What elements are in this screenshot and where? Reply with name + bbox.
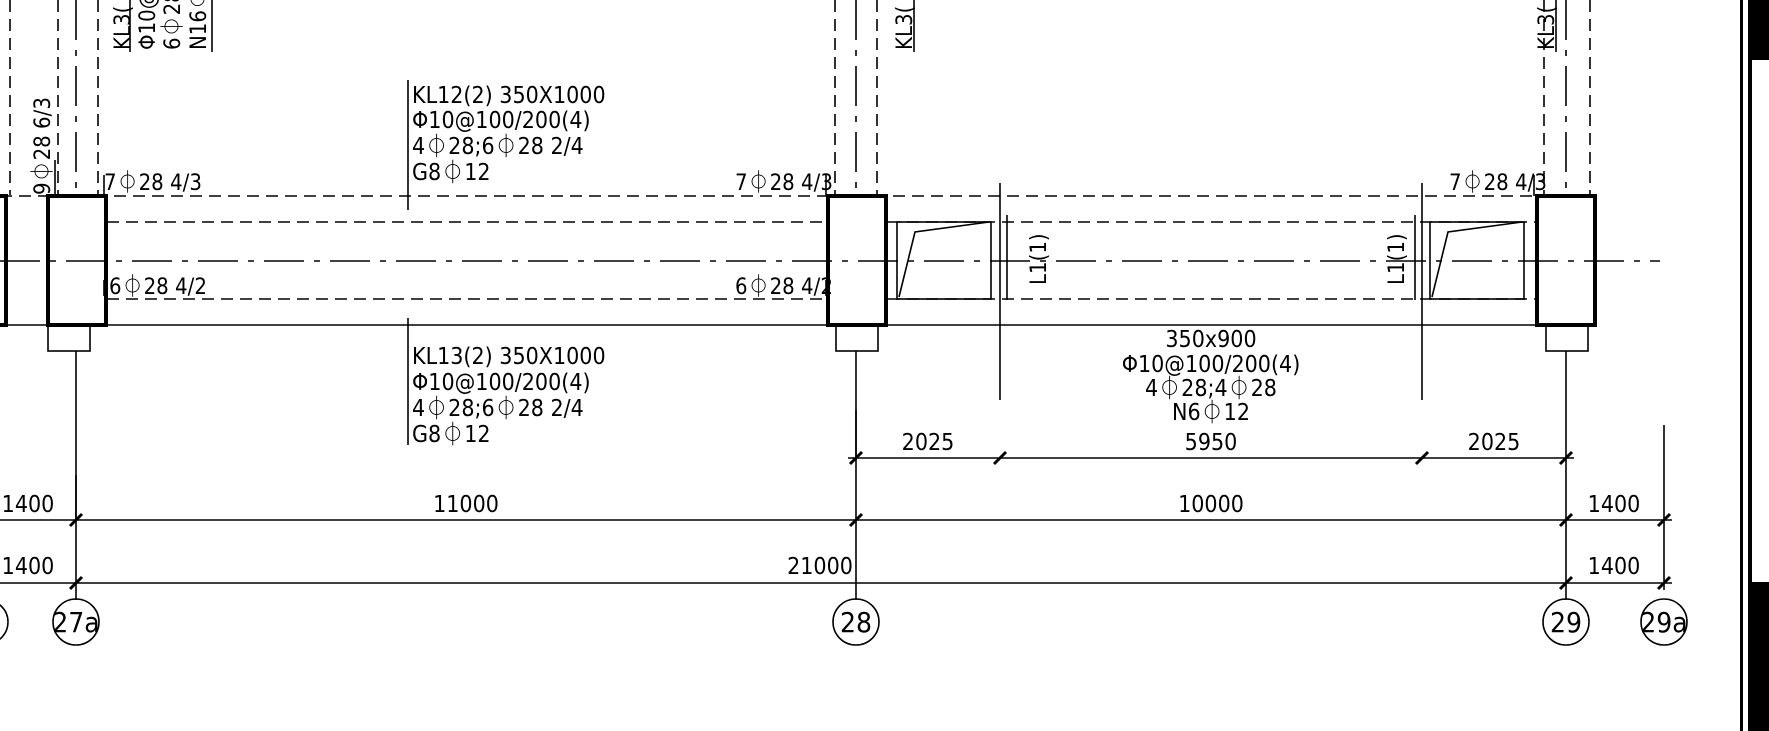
- l1-size: 350x900: [1165, 327, 1256, 353]
- kl3-beam-lines: [9, 0, 1591, 195]
- axis-28: 28: [840, 606, 872, 639]
- l1-beam-details: [896, 183, 1525, 400]
- grid-axis-lines: [75, 351, 1665, 600]
- kl12-rebar: 4⏀28;6⏀28 2/4: [412, 133, 584, 160]
- dimension-row-1: 2025 5950 2025: [848, 430, 1574, 466]
- drawing-border: [1740, 0, 1769, 731]
- dim-1400-right: 1400: [1588, 492, 1641, 518]
- dim-21000: 21000: [787, 554, 853, 580]
- kl3-right-label: KL3(: [1535, 6, 1560, 50]
- column-left-edge: [0, 194, 8, 327]
- axis-29a: 29a: [1640, 606, 1687, 639]
- l1-annotation: 350x900 Φ10@100/200(4) 4⏀28;4⏀28 N6⏀12: [1122, 327, 1301, 426]
- dim-1400-left-total: 1400: [2, 554, 55, 580]
- axis-29: 29: [1550, 606, 1582, 639]
- kl12-side: G8⏀12: [412, 159, 491, 186]
- l1-right-label: L1(1): [1385, 233, 1410, 285]
- kl3-left-label: KL3(: [111, 6, 136, 50]
- kl3-mid-label: KL3(: [893, 6, 918, 50]
- dim-11000: 11000: [433, 492, 499, 518]
- bottom-mid-rebar-label: 6⏀28 4/2: [735, 274, 833, 300]
- l1-left-label: L1(1): [1027, 233, 1052, 285]
- kl3-left-stirrup: Φ10@: [136, 0, 161, 50]
- kl13-annotation: KL13(2) 350X1000 Φ10@100/200(4) 4⏀28;6⏀2…: [412, 344, 606, 448]
- dim-1400-left: 1400: [2, 492, 55, 518]
- kl13-rebar: 4⏀28;6⏀28 2/4: [412, 395, 584, 422]
- kl3-left-side: N16⏀: [186, 0, 212, 50]
- kl13-stirrup: Φ10@100/200(4): [412, 370, 591, 396]
- kl13-side: G8⏀12: [412, 421, 491, 448]
- dim-1400-right-total: 1400: [1588, 554, 1641, 580]
- kl12-annotation: KL12(2) 350X1000 Φ10@100/200(4) 4⏀28;6⏀2…: [412, 83, 606, 186]
- bottom-left-rebar-label: 6⏀28 4/2: [109, 274, 207, 300]
- top-left-rebar-label: 7⏀28 4/3: [104, 170, 202, 196]
- rebar-labels: 7⏀28 4/3 7⏀28 4/3 7⏀28 4/3 6⏀28 4/2 6⏀28…: [30, 97, 1547, 300]
- dim-10000: 10000: [1178, 492, 1244, 518]
- kl13-name: KL13(2) 350X1000: [412, 344, 606, 370]
- dimension-row-2: 1400 11000 10000 1400: [0, 475, 1672, 528]
- axis-bubbles: 27a 28 29 29a: [0, 598, 1688, 646]
- dim-2025-left: 2025: [902, 430, 955, 456]
- dimension-row-3: 1400 21000 1400: [0, 554, 1672, 591]
- l1-rebar: 4⏀28;4⏀28: [1145, 375, 1277, 402]
- dim-5950: 5950: [1185, 430, 1238, 456]
- l1-side: N6⏀12: [1172, 399, 1250, 426]
- top-right-rebar-label: 7⏀28 4/3: [1449, 170, 1547, 196]
- l1-stirrup: Φ10@100/200(4): [1122, 352, 1301, 378]
- kl12-stirrup: Φ10@100/200(4): [412, 108, 591, 134]
- leader-lines: [54, 0, 1557, 445]
- vertical-labels: KL3( Φ10@ 6⏀28 N16⏀ KL3( KL3( L1(1) L1(1…: [111, 0, 1560, 285]
- top-mid-rebar-label: 7⏀28 4/3: [735, 170, 833, 196]
- dim-2025-right: 2025: [1468, 430, 1521, 456]
- kl12-name: KL12(2) 350X1000: [412, 83, 606, 109]
- columns: [0, 194, 1597, 352]
- column-side-rebar-label: 9⏀28 6/3: [30, 97, 56, 195]
- kl3-left-rebar: 6⏀28: [160, 0, 186, 50]
- axis-27a: 27a: [52, 606, 99, 639]
